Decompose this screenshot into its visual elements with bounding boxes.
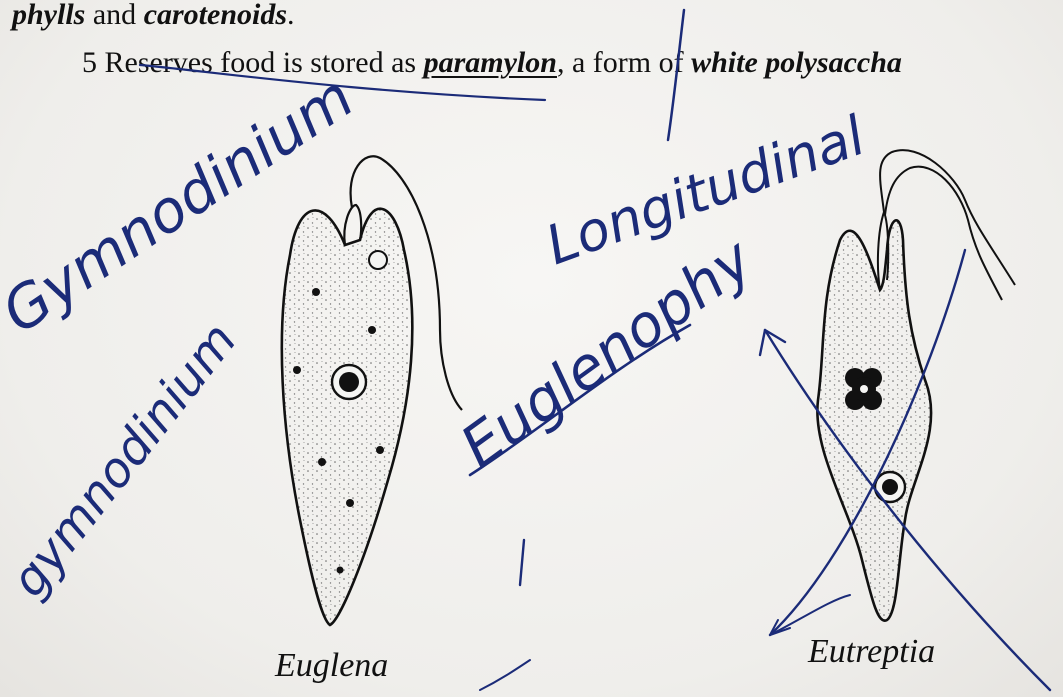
euglena-granule: [376, 446, 384, 454]
euglena-granule: [318, 458, 326, 466]
euglena-nucleus-inner: [339, 372, 359, 392]
ink-arrow-line: [770, 595, 850, 635]
euglena-granule: [346, 499, 354, 507]
ink-vertical-line: [668, 10, 684, 140]
eutreptia-vacuole-inner: [882, 479, 898, 495]
euglena-granule: [337, 567, 344, 574]
eutreptia-body: [817, 220, 931, 620]
euglena-granule: [293, 366, 301, 374]
eutreptia-illustration: [817, 150, 1015, 620]
caption-eutreptia: Eutreptia: [808, 633, 935, 671]
handwriting-euglenophy: Euglenophy: [448, 225, 765, 482]
euglena-illustration: [282, 156, 462, 625]
ink-mark-bottom-2: [480, 660, 530, 690]
euglena-granule: [368, 326, 376, 334]
caption-euglena: Euglena: [275, 647, 388, 685]
euglena-eyespot: [369, 251, 387, 269]
euglena-reservoir: [344, 205, 361, 245]
ink-mark-bottom: [520, 540, 524, 585]
handwriting-gymnodinium-mid: gymnodinium: [0, 313, 247, 608]
euglena-granule: [312, 288, 320, 296]
euglena-body: [282, 209, 412, 625]
